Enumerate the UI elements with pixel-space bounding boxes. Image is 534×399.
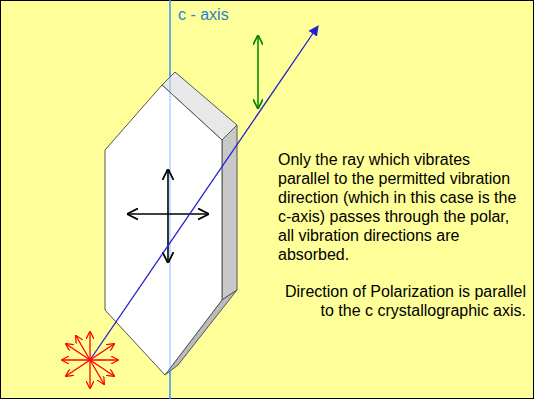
axis-label: c - axis — [178, 5, 229, 24]
c-axis-line — [170, 72, 171, 375]
explanation-note: Only the ray which vibrates parallel to … — [278, 150, 526, 264]
crystal — [105, 72, 237, 375]
vibration-cross — [128, 170, 208, 262]
polarization-note: Direction of Polarization is parallel to… — [268, 282, 526, 320]
unpolarized-vibrations — [62, 332, 118, 388]
polarized-vibration — [257, 36, 259, 108]
